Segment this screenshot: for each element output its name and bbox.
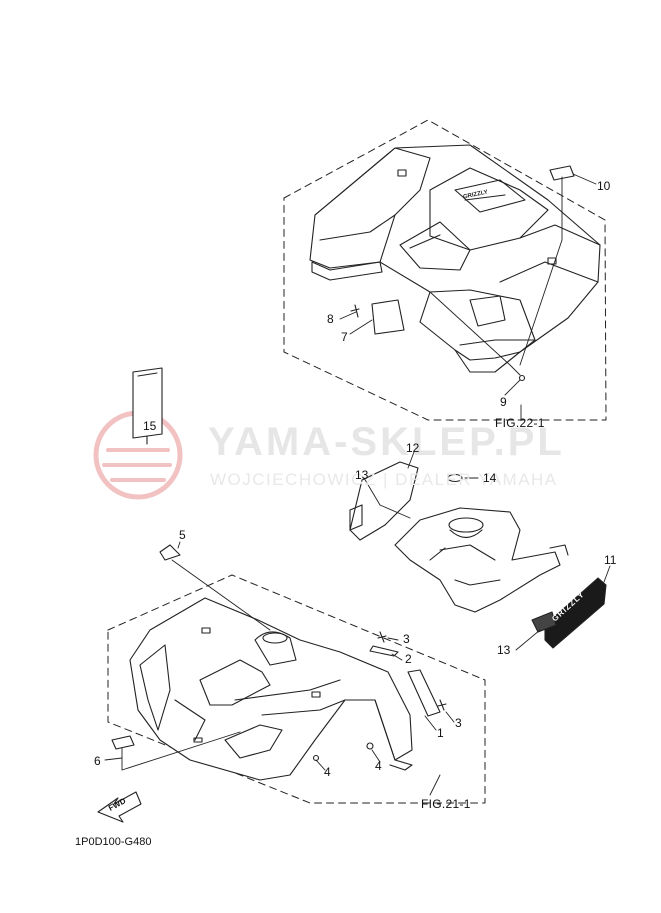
watermark-title: YAMA-SKLEP.PL — [208, 420, 565, 464]
screw-3-upper — [377, 631, 387, 643]
label-15 — [132, 367, 163, 445]
callout-3-lower: 3 — [455, 716, 462, 730]
rear-fender — [309, 144, 601, 373]
rivet-4-right — [366, 742, 374, 750]
fwd-arrow-icon — [97, 791, 142, 823]
tank-cover — [394, 507, 569, 613]
plate-1 — [407, 669, 441, 717]
rear-plate-7 — [371, 299, 405, 335]
screw-8 — [350, 304, 360, 318]
rear-fender-group-outline — [283, 119, 607, 421]
label-5 — [159, 544, 181, 561]
callout-1: 1 — [437, 726, 444, 740]
leader-lines-rear — [339, 173, 597, 421]
callout-2: 2 — [405, 652, 412, 666]
callout-8: 8 — [327, 312, 334, 326]
callout-15: 15 — [143, 419, 157, 433]
leader-lines-front — [104, 541, 455, 796]
cap-14 — [447, 473, 463, 483]
label-10 — [549, 165, 575, 181]
rivet-9 — [518, 374, 526, 382]
callout-6: 6 — [94, 754, 101, 768]
plate-2 — [369, 645, 399, 657]
callout-4-right: 4 — [375, 759, 382, 773]
callout-13-top: 13 — [355, 468, 369, 482]
callout-4-left: 4 — [324, 765, 331, 779]
front-fender-group-outline — [107, 574, 486, 804]
callout-7: 7 — [341, 330, 348, 344]
label-6 — [111, 735, 135, 750]
callout-13-bottom: 13 — [497, 643, 511, 657]
callout-9: 9 — [500, 395, 507, 409]
callout-11: 11 — [604, 553, 617, 567]
diagram-code: 1P0D100-G480 — [75, 836, 152, 848]
callout-3-upper: 3 — [403, 632, 410, 646]
watermark-subtitle: WOJCIECHOWICZ | DEALER YAMAHA — [210, 470, 558, 489]
screw-3-lower — [437, 699, 447, 711]
leader-lines-tank — [363, 451, 611, 651]
fig-label-rear: FIG.22-1 — [495, 416, 545, 430]
callout-12: 12 — [406, 441, 420, 455]
callout-5: 5 — [179, 528, 186, 542]
callout-10: 10 — [597, 179, 611, 193]
grizzly-badge-11 — [544, 577, 607, 649]
callout-14: 14 — [483, 471, 497, 485]
seal-13-top — [349, 504, 363, 531]
front-fender — [129, 597, 413, 781]
fig-label-front: FIG.21-1 — [421, 797, 471, 811]
emblem-13 — [531, 611, 557, 633]
